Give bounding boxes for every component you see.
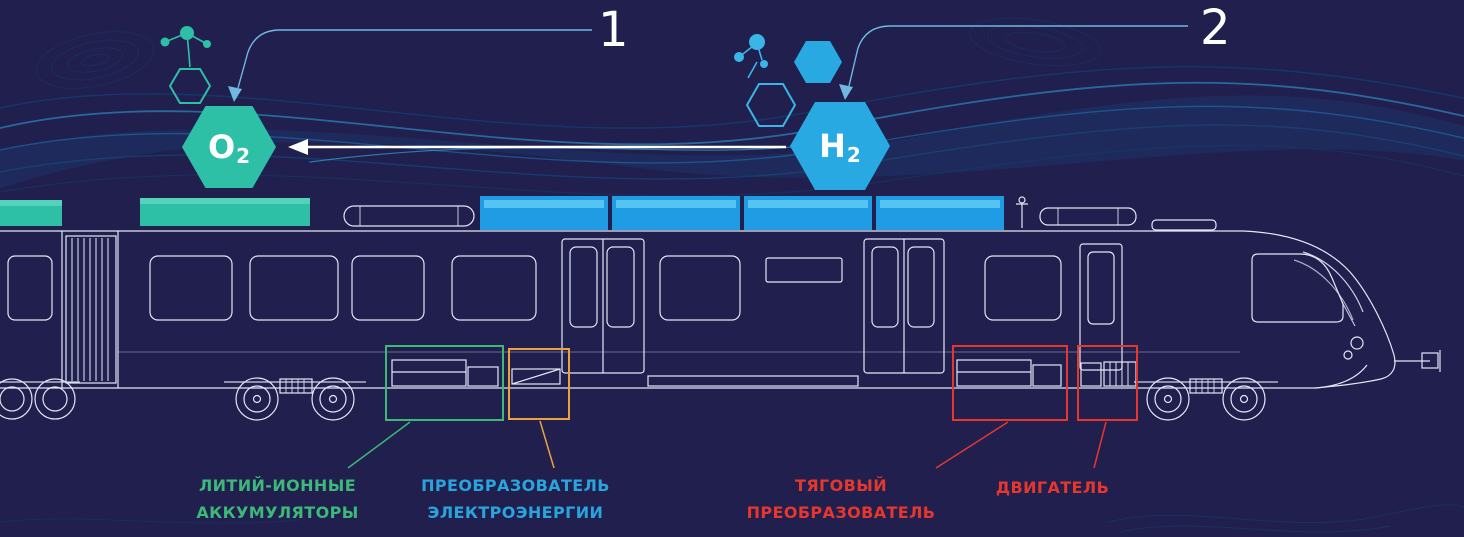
window (659, 255, 741, 321)
battery-label-line1: ЛИТИЙ-ИОННЫЕ (198, 476, 357, 495)
battery-label: ЛИТИЙ-ИОННЫЕ АККУМУЛЯТОРЫ (160, 472, 395, 526)
headlight (1343, 350, 1353, 360)
component-leader-lines (347, 420, 1107, 469)
door (561, 238, 645, 374)
hydrogen-symbol: H (819, 127, 846, 165)
motor-label: ДВИГАТЕЛЬ (985, 474, 1120, 501)
oxygen-subscript: 2 (236, 144, 251, 168)
door (863, 238, 945, 374)
roof-hydrogen-tanks (480, 196, 1004, 230)
motor-highlight-box (1077, 345, 1138, 421)
gangway-bellows (71, 238, 109, 381)
window (451, 255, 537, 321)
traction-label-line2: ПРЕОБРАЗОВАТЕЛЬ (746, 503, 936, 522)
marker-callout-lines (228, 25, 1188, 102)
oxygen-molecule-icon (160, 26, 212, 104)
converter-label-line2: ЭЛЕКТРОЭНЕРГИИ (427, 503, 604, 522)
bogie (1134, 377, 1278, 421)
bogie (0, 378, 80, 420)
oxygen-symbol: O (207, 128, 236, 166)
traction-highlight-box (952, 345, 1068, 421)
roof-battery-modules (0, 198, 310, 226)
window (984, 255, 1062, 321)
swirl-texture-right (969, 17, 1101, 67)
callout-number-1: 1 (598, 2, 629, 58)
hydrogen-molecule-icon (734, 34, 842, 127)
antenna (1016, 203, 1028, 228)
motor-label-line1: ДВИГАТЕЛЬ (995, 478, 1110, 497)
battery-label-line2: АККУМУЛЯТОРЫ (196, 503, 359, 522)
swirl-texture-left (35, 31, 155, 89)
bogie (224, 377, 366, 421)
background-waves (0, 17, 1464, 533)
window (351, 255, 425, 321)
hydrogen-to-oxygen-arrow (288, 139, 786, 155)
traction-label-line1: ТЯГОВЫЙ (795, 476, 887, 495)
underfloor-equipment (391, 359, 1137, 387)
callout-number-2: 2 (1200, 0, 1231, 56)
hydrogen-subscript: 2 (846, 143, 861, 167)
train-line-art (0, 196, 1441, 421)
converter-label-line1: ПРЕОБРАЗОВАТЕЛЬ (421, 476, 610, 495)
headlight (1350, 336, 1364, 350)
converter-label: ПРЕОБРАЗОВАТЕЛЬ ЭЛЕКТРОЭНЕРГИИ (398, 472, 633, 526)
arrowhead (839, 84, 853, 100)
window (249, 255, 339, 321)
window (7, 255, 53, 321)
destination-sign (765, 257, 843, 283)
cab-side-window (1251, 253, 1344, 323)
window (149, 255, 233, 321)
bottom-right-waves (1107, 504, 1464, 533)
windshield (1302, 251, 1364, 313)
arrowhead (288, 139, 308, 155)
roof-equipment (343, 196, 1217, 231)
converter-highlight-box (508, 348, 570, 420)
arrowhead (228, 86, 242, 102)
traction-label: ТЯГОВЫЙ ПРЕОБРАЗОВАТЕЛЬ (722, 472, 960, 526)
battery-highlight-box (385, 345, 504, 421)
